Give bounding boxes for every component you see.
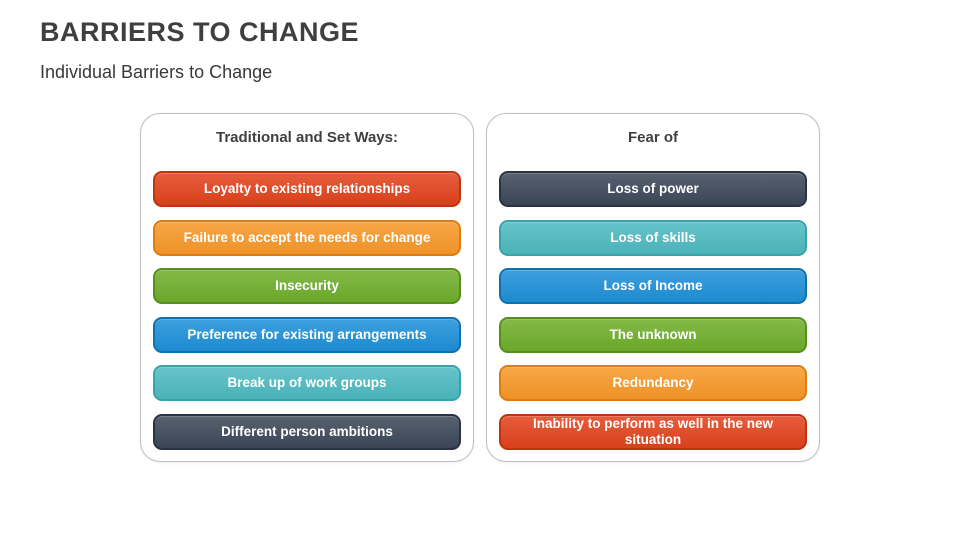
barrier-item: Inability to perform as well in the new …: [499, 413, 807, 450]
panel-header: Fear of: [627, 129, 678, 146]
barrier-item: Break up of work groups: [153, 365, 461, 401]
barrier-item: Loss of power: [499, 171, 807, 207]
barrier-item: Redundancy: [499, 365, 807, 401]
panel-header: Traditional and Set Ways:: [216, 129, 398, 146]
panels-row: Traditional and Set Ways: Loyalty to exi…: [140, 113, 820, 462]
barrier-item: Different person ambitions: [153, 413, 461, 450]
barrier-item: Preference for existing arrangements: [153, 316, 461, 353]
barrier-item: Loyalty to existing relationships: [153, 171, 461, 207]
barrier-item: Failure to accept the needs for change: [153, 219, 461, 256]
barrier-item: Loss of Income: [499, 268, 807, 304]
barrier-item: Loss of skills: [499, 219, 807, 256]
slide-title: BARRIERS TO CHANGE: [40, 17, 360, 47]
barrier-item: The unknown: [499, 316, 807, 353]
panel-traditional-and-set-ways: Traditional and Set Ways: Loyalty to exi…: [140, 113, 474, 462]
slide-subtitle: Individual Barriers to Change: [40, 62, 273, 82]
barrier-item: Insecurity: [153, 268, 461, 304]
